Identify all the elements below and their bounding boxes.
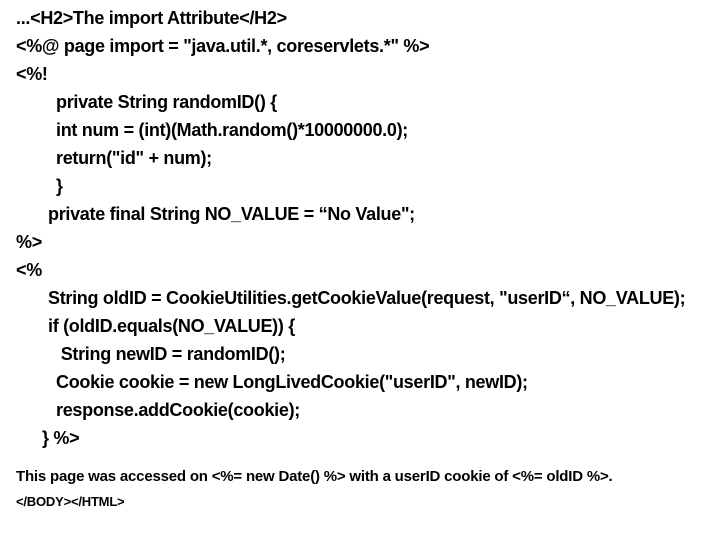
code-line: response.addCookie(cookie); [56, 400, 300, 420]
code-line: %> [16, 232, 42, 252]
code-line: int num = (int)(Math.random()*10000000.0… [56, 120, 408, 140]
code-line: Cookie cookie = new LongLivedCookie("use… [56, 372, 528, 392]
code-line: } %> [42, 428, 80, 448]
code-line: private final String NO_VALUE = “No Valu… [48, 204, 415, 224]
code-line: private String randomID() { [56, 92, 277, 112]
code-block: ...<H2>The import Attribute</H2> <%@ page… [16, 4, 720, 514]
code-line: </BODY></HTML> [16, 494, 125, 509]
code-line: <%! [16, 64, 48, 84]
code-line: This page was accessed on <%= new Date()… [16, 468, 613, 485]
code-line: <%@ page import = "java.util.*, coreserv… [16, 36, 430, 56]
code-line: String newID = randomID(); [56, 344, 286, 364]
code-line: <% [16, 260, 42, 280]
code-line: String oldID = CookieUtilities.getCookie… [48, 288, 686, 308]
code-line: if (oldID.equals(NO_VALUE)) { [48, 316, 295, 336]
code-line: } [56, 176, 63, 196]
code-line: return("id" + num); [56, 148, 212, 168]
code-line: ...<H2>The import Attribute</H2> [16, 8, 287, 28]
